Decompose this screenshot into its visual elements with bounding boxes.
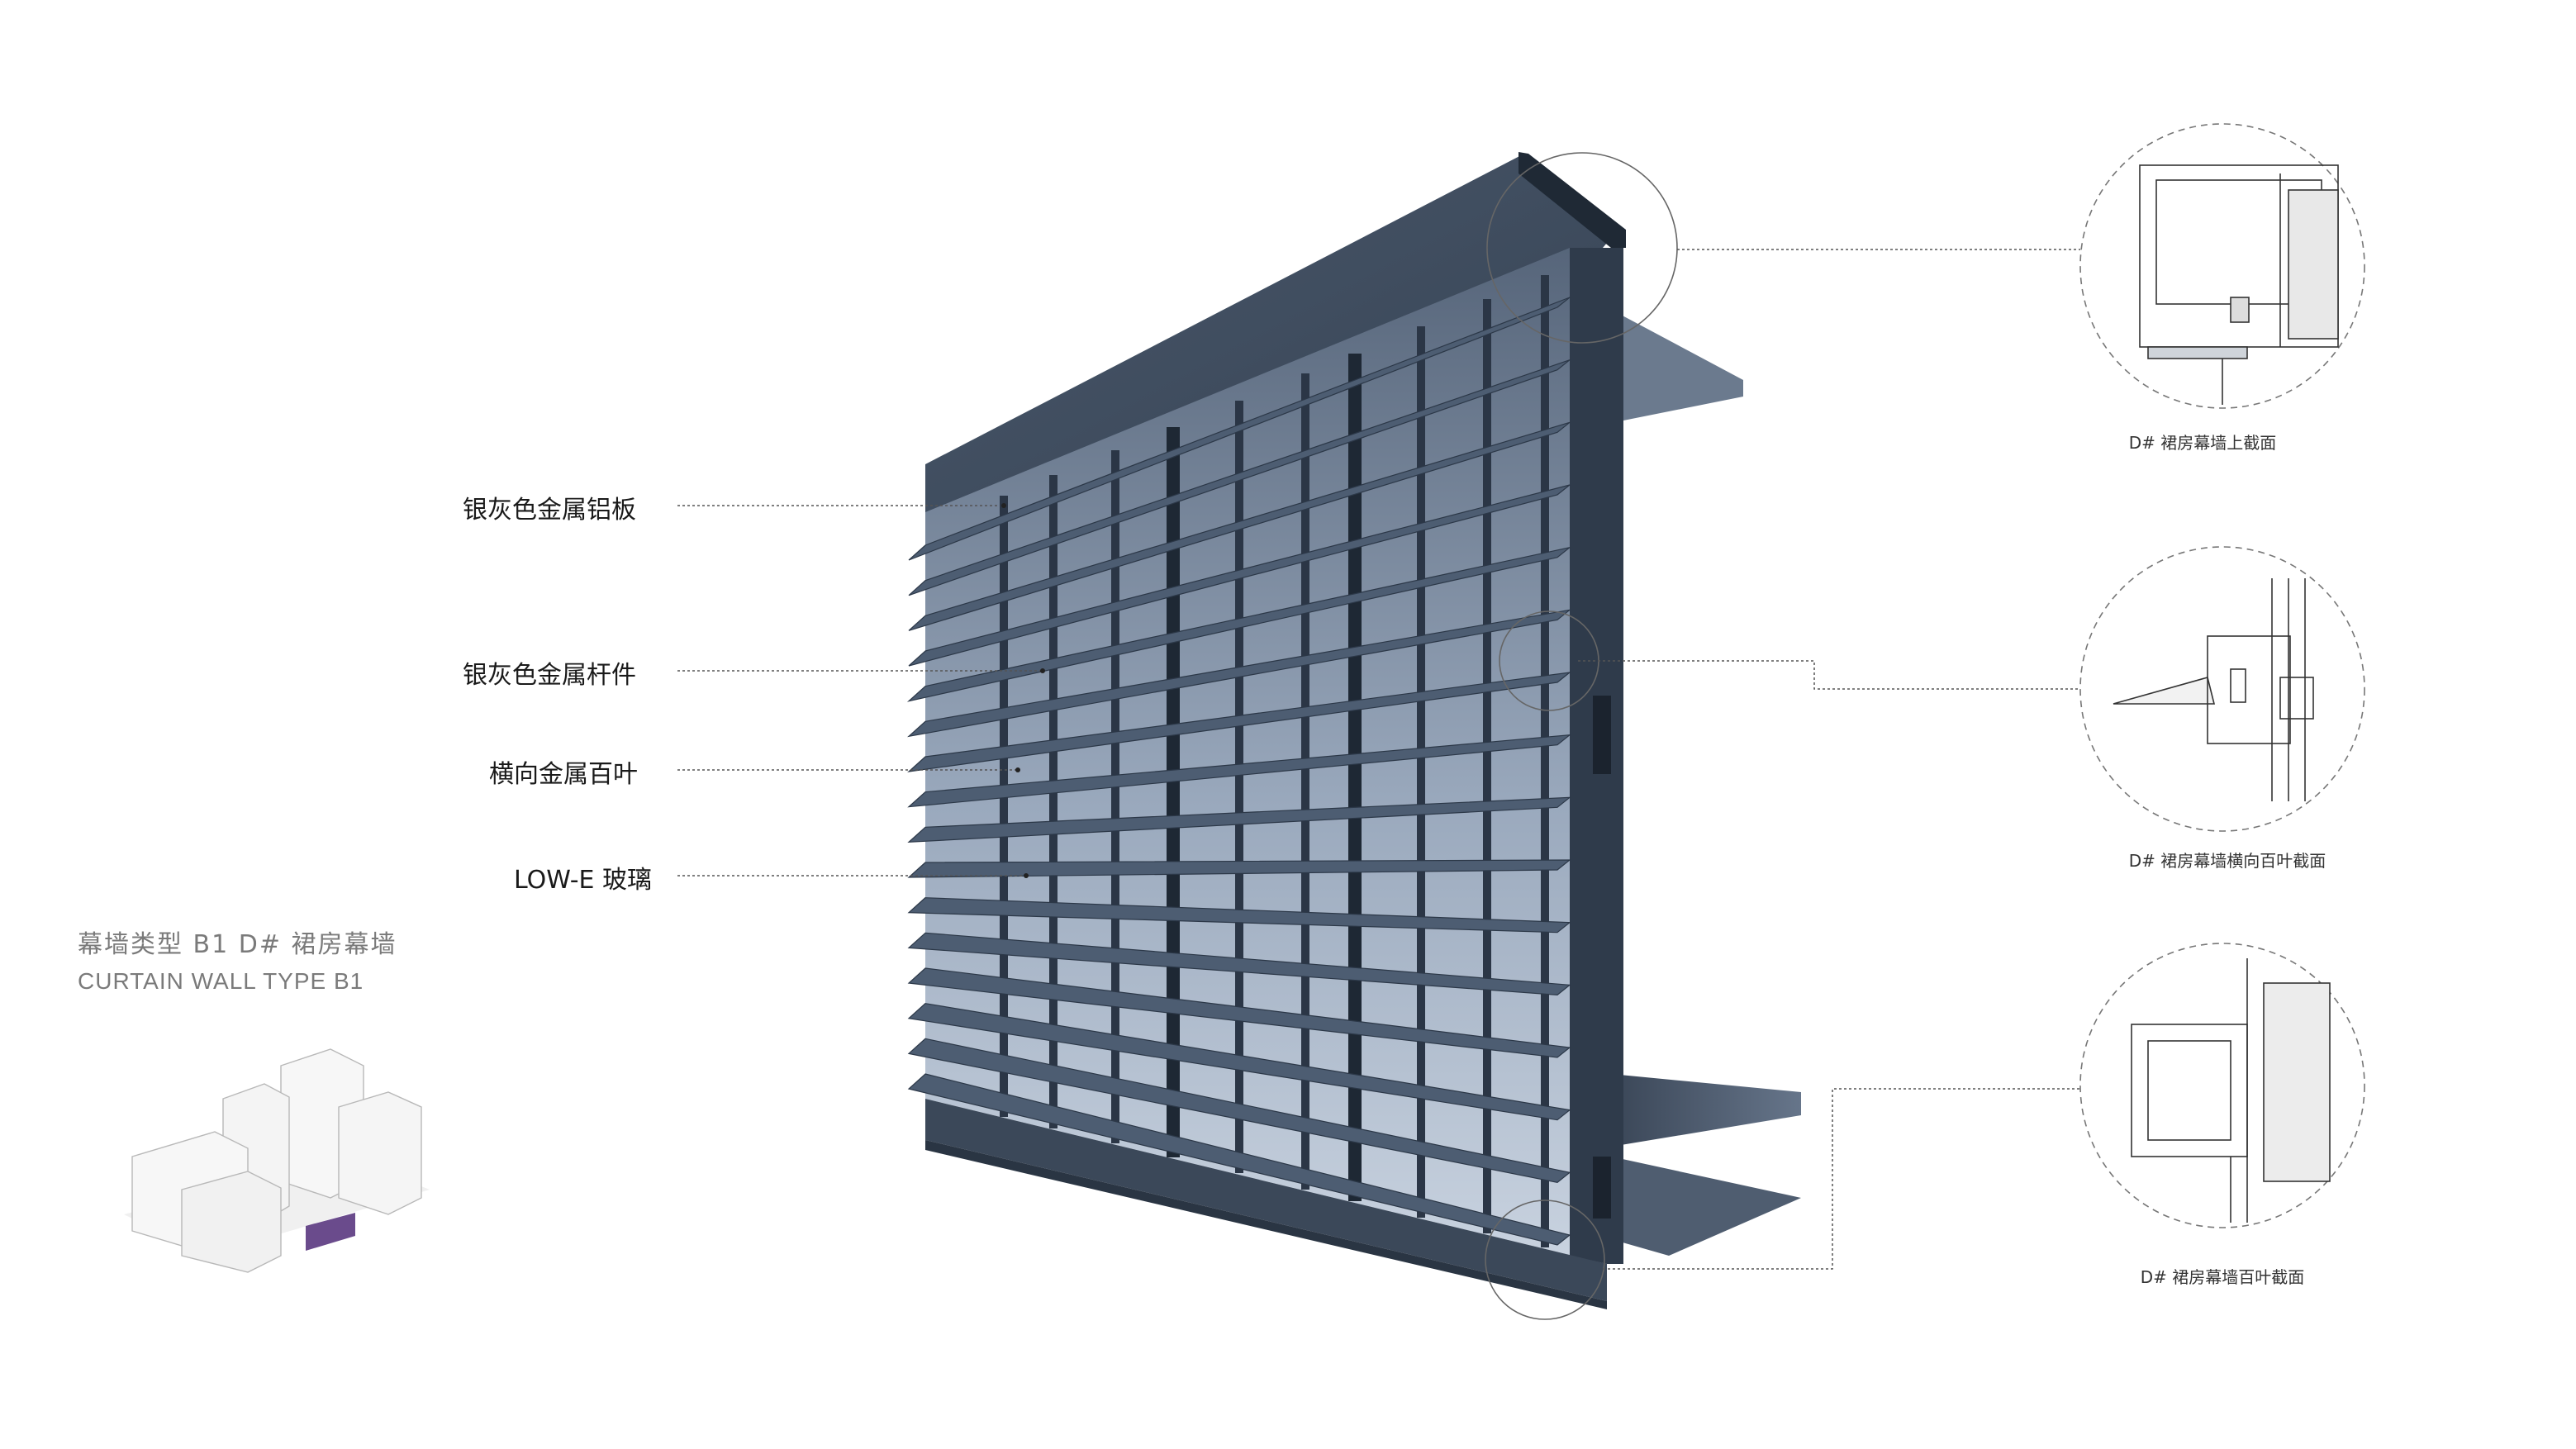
bottom-sill (925, 1099, 1607, 1301)
detail-markers (1485, 152, 1678, 1320)
side-slot (1593, 696, 1611, 774)
detail-top-caption: D# 裙房幕墙上截面 (2128, 433, 2277, 453)
louver-blade (907, 1003, 1571, 1121)
louver-blade (907, 932, 1571, 995)
louver-blade (908, 297, 1571, 561)
louver-blade (907, 1038, 1571, 1183)
louver-blade (908, 484, 1571, 667)
louver-blade (906, 547, 1571, 702)
louver-blade (908, 421, 1571, 631)
detail-louver-caption: D# 裙房幕墙横向百叶截面 (2128, 851, 2326, 871)
wall-type-cn: 幕墙类型 B1 D# 裙房幕墙 (78, 930, 397, 959)
louver-blade (907, 734, 1571, 808)
roof-cap (925, 154, 1619, 529)
curtain-wall-model (906, 152, 1801, 1309)
ground-shadow (1611, 1157, 1801, 1256)
wall-type-en: CURTAIN WALL TYPE B1 (78, 968, 364, 994)
callout-panel-label: 银灰色金属铝板 (463, 496, 636, 525)
callout-mullion-label: 银灰色金属杆件 (463, 661, 636, 690)
detail-bottom-caption: D# 裙房幕墙百叶截面 (2140, 1267, 2305, 1287)
callout-glass-label: LOW-E 玻璃 (514, 866, 653, 895)
louver-blade (907, 859, 1571, 878)
louver-blade (907, 897, 1571, 934)
louver-blade (908, 359, 1571, 596)
callout-louver-label: 横向金属百叶 (489, 760, 638, 789)
louver-blade (907, 672, 1572, 772)
floor-slab (1611, 1074, 1801, 1147)
louver-blade (907, 609, 1571, 738)
glass-face (925, 248, 1607, 1264)
left-leaders (677, 505, 1041, 877)
upper-slab (1619, 314, 1743, 421)
louver-blade (907, 1073, 1571, 1246)
highlight-block (306, 1213, 355, 1251)
horizontal-louvers (906, 297, 1572, 1246)
top-coping (1519, 152, 1626, 248)
detail-louver (2079, 546, 2365, 832)
louver-blade (907, 796, 1571, 843)
leader-dots (1001, 503, 1045, 878)
right-leaders (1578, 249, 2080, 1270)
detail-bottom (2079, 943, 2365, 1228)
building-thumbnail (124, 1048, 430, 1273)
louver-blade (907, 967, 1571, 1058)
bottom-slot (1593, 1157, 1611, 1219)
detail-top (2079, 123, 2365, 409)
bottom-sill-face (925, 1140, 1607, 1309)
